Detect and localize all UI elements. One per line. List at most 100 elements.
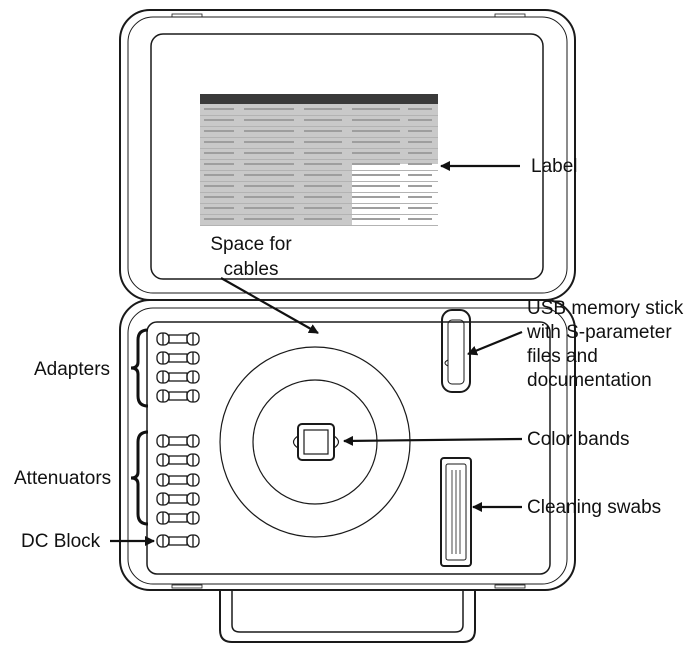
space-for-cables-line-1: Space for [210, 234, 292, 255]
label-sheet-cell [304, 108, 342, 110]
attenuators-label: Attenuators [14, 468, 112, 489]
label-sheet-cell [352, 152, 400, 154]
label-sheet-cell [304, 130, 342, 132]
label-sheet-cell [304, 174, 342, 176]
attenuator-connector [156, 492, 200, 506]
attenuator-connector [156, 453, 200, 467]
space-for-cables-line-2: cables [223, 259, 279, 280]
label-sheet-cell [204, 119, 234, 121]
label-sheet-cell [204, 196, 234, 198]
label-sheet-cell [244, 196, 294, 198]
label-sheet-row [200, 137, 438, 138]
label-sheet-cell [352, 218, 400, 220]
label-sheet-cell [352, 163, 400, 165]
label-sheet-cell [304, 163, 342, 165]
adapters-label: Adapters [34, 359, 111, 380]
adapter-connector [156, 389, 200, 403]
attenuator-connector [156, 473, 200, 487]
label-sheet-row [200, 126, 438, 127]
usb-label-line-1: USB memory stick [527, 298, 684, 319]
adapter-connector [156, 370, 200, 384]
usb-arrow [467, 330, 523, 356]
usb-label-line-3: files and [527, 346, 598, 367]
label-sheet-cell [204, 207, 234, 209]
usb-label-line-2: with S-parameter [527, 322, 672, 343]
case-base [119, 299, 576, 591]
label-sheet-cell [244, 218, 294, 220]
label-sheet-cell [304, 218, 342, 220]
cable-space [219, 346, 411, 538]
label-sheet-cell [352, 185, 400, 187]
color-bands-arrow [343, 435, 523, 446]
label-sheet-cell [244, 174, 294, 176]
label-sheet-cell [244, 207, 294, 209]
label-sheet-cell [352, 196, 400, 198]
label-sheet-cell [244, 130, 294, 132]
label-sheet-cell [408, 130, 432, 132]
label-sheet-cell [204, 141, 234, 143]
label-sheet-cell [408, 119, 432, 121]
label-sheet-cell [304, 141, 342, 143]
label-sheet-cell [408, 218, 432, 220]
label-sheet-cell [304, 152, 342, 154]
label-sheet-cell [408, 152, 432, 154]
label-sheet-row [200, 115, 438, 116]
attenuators-brace [130, 430, 149, 526]
label-sheet-cell [352, 174, 400, 176]
label-sheet-row [200, 192, 438, 193]
label-sheet-row [200, 148, 438, 149]
label-sheet-cell [304, 185, 342, 187]
color-bands-label: Color bands [527, 429, 630, 450]
label-sheet-cell [244, 119, 294, 121]
attenuator-connector [156, 434, 200, 448]
usb-label-line-4: documentation [527, 370, 652, 391]
label-sheet-cell [244, 141, 294, 143]
label-sheet-cell [244, 108, 294, 110]
label-sheet-cell [244, 163, 294, 165]
label-sheet-cell [408, 196, 432, 198]
dc-block-connector [156, 534, 200, 548]
label-sheet-cell [244, 152, 294, 154]
label-sheet-cell [204, 152, 234, 154]
label-sheet-row [200, 181, 438, 182]
label-sheet-cell [408, 108, 432, 110]
label-sheet-cell [304, 207, 342, 209]
label-sheet-cell [352, 130, 400, 132]
label-sheet [200, 86, 438, 226]
adapter-connector [156, 332, 200, 346]
label-sheet-cell [408, 185, 432, 187]
adapters-brace [130, 328, 149, 408]
group-braces [130, 328, 149, 526]
case-handle [219, 590, 476, 643]
label-sheet-cell [352, 207, 400, 209]
label-sheet-cell [204, 185, 234, 187]
connectors [156, 332, 200, 548]
label-sheet-row [200, 203, 438, 204]
label-sheet-cell [408, 207, 432, 209]
label-sheet-cell [408, 163, 432, 165]
attenuator-connector [156, 511, 200, 525]
dc-block-label: DC Block [21, 531, 101, 552]
label-sheet-cell [304, 119, 342, 121]
label-sheet-header [200, 94, 438, 104]
label-sheet-cell [204, 130, 234, 132]
label-sheet-cell [408, 174, 432, 176]
label-sheet-row [200, 170, 438, 171]
label-sheet-cell [352, 141, 400, 143]
label-sheet-cell [204, 108, 234, 110]
label-sheet-cell [304, 196, 342, 198]
label-sheet-cell [204, 163, 234, 165]
label-sheet-row [200, 225, 438, 226]
label-sheet-row [200, 159, 438, 160]
label-text: Label [531, 156, 578, 177]
cleaning-swabs-label: Cleaning swabs [527, 497, 662, 518]
adapter-connector [156, 351, 200, 365]
cleaning-swabs-box [440, 457, 472, 567]
label-sheet-cell [204, 174, 234, 176]
label-sheet-cell [244, 185, 294, 187]
label-sheet-row [200, 214, 438, 215]
label-sheet-cell [352, 108, 400, 110]
cables-arrow [220, 277, 319, 334]
